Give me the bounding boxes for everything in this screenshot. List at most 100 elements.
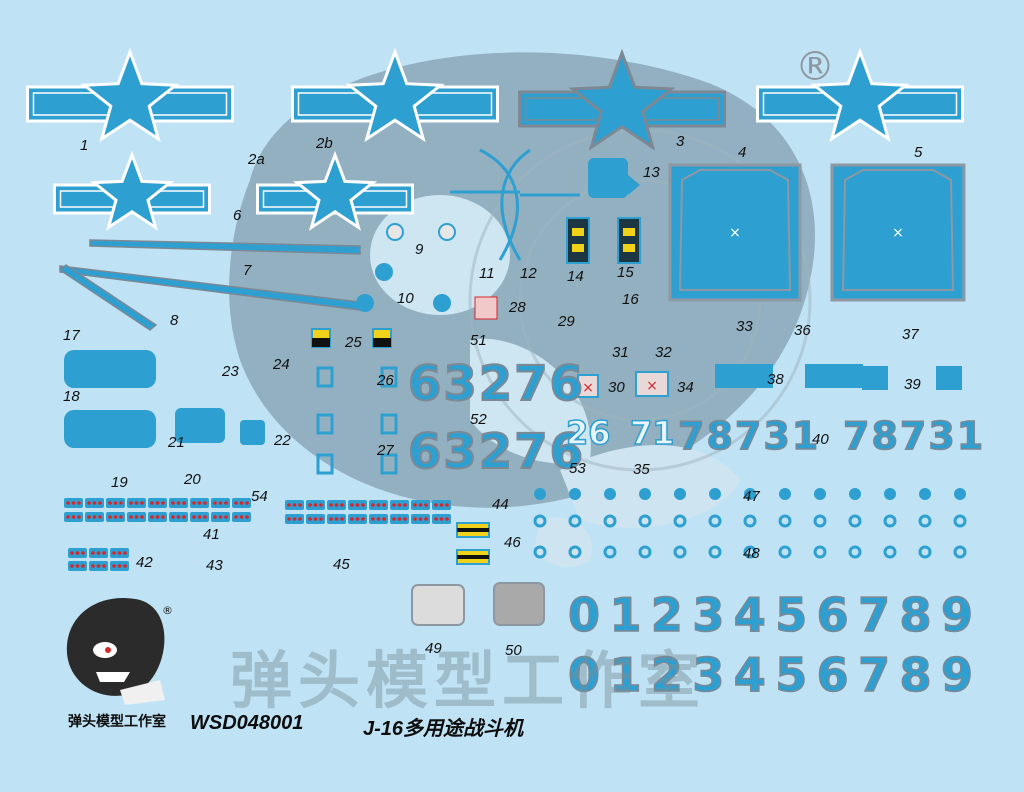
digit-6: 6 <box>816 647 850 703</box>
decal-44-row-1 <box>285 500 451 510</box>
x-mark-1 <box>569 488 581 500</box>
item-label-12: 12 <box>520 265 537 282</box>
x-mark-6 <box>744 488 756 500</box>
item-label-32: 32 <box>655 344 672 361</box>
brand-name: 弹头模型工作室 <box>68 714 166 730</box>
digit-4: 4 <box>733 587 767 643</box>
item-label-51: 51 <box>470 332 487 349</box>
item-label-43: 43 <box>206 557 223 574</box>
item-label-24: 24 <box>273 356 290 373</box>
decal-44-row-2 <box>285 514 451 524</box>
item-label-9: 9 <box>415 241 424 258</box>
hook-mark-b-7 <box>778 545 792 559</box>
digit-5: 5 <box>774 587 808 643</box>
x-mark-4 <box>674 488 686 500</box>
decal-38-a <box>715 364 773 388</box>
item-label-33: 33 <box>736 318 753 335</box>
hook-mark-b-12 <box>953 545 967 559</box>
x-mark-3 <box>639 488 651 500</box>
digit-8: 8 <box>899 587 933 643</box>
item-label-34: 34 <box>677 379 694 396</box>
item-label-42: 42 <box>136 554 153 571</box>
item-label-13: 13 <box>643 164 660 181</box>
hook-mark-b-9 <box>848 545 862 559</box>
item-label-29: 29 <box>558 313 575 330</box>
registered-mark-logo: ® <box>162 604 173 617</box>
decal-41-row-2 <box>64 512 251 522</box>
digit-7: 7 <box>857 647 891 703</box>
x-mark-5 <box>709 488 721 500</box>
item-label-30: 30 <box>608 379 625 396</box>
decal-39-b <box>936 366 962 390</box>
decal-4-roundel <box>756 47 964 143</box>
item-label-36: 36 <box>794 322 811 339</box>
item-label-48: 48 <box>743 545 760 562</box>
small-roundel-0 <box>386 223 404 241</box>
item-label-23: 23 <box>222 363 239 380</box>
hook-mark-12 <box>953 514 967 528</box>
item-label-31: 31 <box>612 344 629 361</box>
item-label-27: 27 <box>377 442 394 459</box>
x-mark-12 <box>954 488 966 500</box>
item-label-46: 46 <box>504 534 521 551</box>
decal-41-row-1 <box>64 498 251 508</box>
item-label-6: 6 <box>233 207 242 224</box>
small-roundel-2 <box>375 263 393 281</box>
item-label-10: 10 <box>397 290 414 307</box>
item-label-28: 28 <box>509 299 526 316</box>
decal-42-row-2 <box>68 561 129 571</box>
decal-4-square: × <box>668 163 802 302</box>
digit-9: 9 <box>940 587 974 643</box>
hook-mark-3 <box>638 514 652 528</box>
decal-17 <box>64 350 156 388</box>
digit-0: 0 <box>567 647 601 703</box>
item-label-26: 26 <box>377 372 394 389</box>
hook-mark-6 <box>743 514 757 528</box>
hook-mark-2 <box>603 514 617 528</box>
item-label-38: 38 <box>767 371 784 388</box>
digit-8: 8 <box>899 647 933 703</box>
digit-3: 3 <box>692 587 726 643</box>
hook-mark-b-0 <box>533 545 547 559</box>
item-label-11: 11 <box>479 265 495 282</box>
bort-number-52a: 63276 <box>407 355 585 413</box>
digit-9: 9 <box>940 647 974 703</box>
brand-logo-mascot <box>66 598 165 705</box>
item-label-3: 3 <box>676 133 685 150</box>
digit-7: 7 <box>857 587 891 643</box>
decal-18 <box>64 410 156 448</box>
decal-3-roundel <box>518 48 726 151</box>
item-label-54: 54 <box>251 488 268 505</box>
product-code: WSD048001 <box>190 712 304 734</box>
decal-13-panel <box>588 158 640 198</box>
bort-number-52b: 63276 <box>407 423 585 481</box>
item-label-17: 17 <box>63 327 80 344</box>
decal-1-roundel <box>26 47 234 143</box>
digit-2: 2 <box>650 647 684 703</box>
item-label-18: 18 <box>63 388 80 405</box>
digit-0: 0 <box>567 587 601 643</box>
registered-mark-top: ® <box>795 44 835 90</box>
hook-mark-b-4 <box>673 545 687 559</box>
item-label-39: 39 <box>904 376 921 393</box>
hook-mark-11 <box>918 514 932 528</box>
decal-15-panel <box>617 217 641 264</box>
item-label-2b: 2b <box>316 135 333 152</box>
item-label-19: 19 <box>111 474 128 491</box>
decal-14-panel <box>566 217 590 264</box>
small-roundel-1 <box>438 223 456 241</box>
hook-mark-b-5 <box>708 545 722 559</box>
digit-2: 2 <box>650 587 684 643</box>
item-label-16: 16 <box>622 291 639 308</box>
hook-mark-4 <box>673 514 687 528</box>
hook-mark-b-8 <box>813 545 827 559</box>
x-mark-11 <box>919 488 931 500</box>
decal-26-27-brackets <box>316 366 398 475</box>
decal-30 <box>577 374 599 398</box>
small-roundel-3 <box>356 294 374 312</box>
item-label-14: 14 <box>567 268 584 285</box>
decal-28 <box>474 296 498 320</box>
